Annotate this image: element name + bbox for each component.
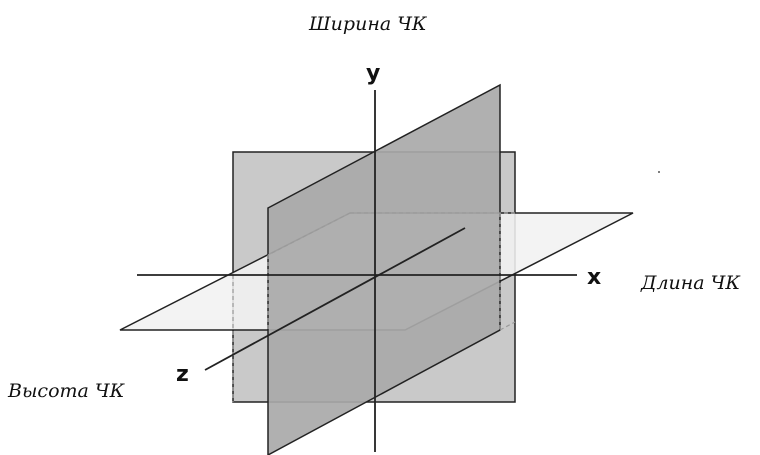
axes bbox=[137, 90, 577, 452]
z-axis-label: z bbox=[176, 362, 189, 387]
hidden-edges bbox=[232, 212, 516, 402]
width-caption: Ширина ЧК bbox=[308, 13, 428, 35]
y-axis-label: y bbox=[366, 61, 380, 86]
x-axis-label: x bbox=[587, 265, 601, 290]
height-caption: Высота ЧК bbox=[7, 380, 126, 402]
length-caption: Длина ЧК bbox=[640, 272, 741, 294]
speck bbox=[658, 171, 660, 173]
z-axis bbox=[204, 227, 466, 371]
